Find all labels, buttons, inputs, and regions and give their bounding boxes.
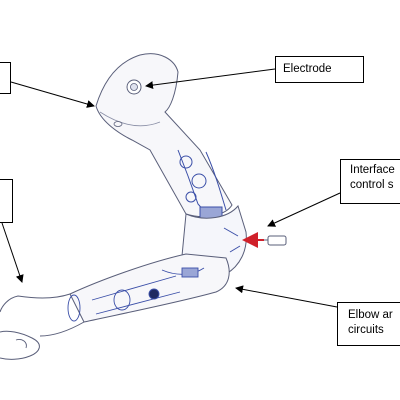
electrode-label: Electrode	[283, 63, 332, 75]
elbow-detail	[223, 227, 241, 253]
electrode-arrow	[145, 68, 276, 90]
interface-label-box: Interface control s	[340, 159, 400, 204]
connector-device	[262, 235, 287, 246]
left-mid-label-box	[0, 179, 13, 223]
electrode-label-box: Electrode	[275, 56, 364, 83]
interface-label-line2: control s	[350, 179, 394, 191]
hand-outline	[0, 293, 85, 360]
left-mid-arrow	[1, 222, 24, 283]
left-top-arrow	[10, 81, 95, 108]
interface-arrow	[267, 192, 341, 227]
socket-inner-line	[99, 111, 161, 127]
elbow-label-line1: Elbow ar	[348, 309, 393, 321]
left-top-label-box	[0, 62, 11, 94]
elbow-label-line2: circuits	[348, 324, 384, 336]
hand-finger	[15, 339, 27, 349]
interface-label-line1: Interface	[350, 164, 395, 176]
forearm-mechanism	[67, 267, 205, 322]
electrode-disc-center	[130, 83, 138, 91]
forearm-shell	[69, 253, 230, 323]
upper-arm-socket	[95, 53, 233, 218]
elbow-arrow	[235, 285, 338, 308]
socket-slot	[113, 121, 123, 127]
elbow-label-box: Elbow ar circuits	[337, 302, 400, 346]
